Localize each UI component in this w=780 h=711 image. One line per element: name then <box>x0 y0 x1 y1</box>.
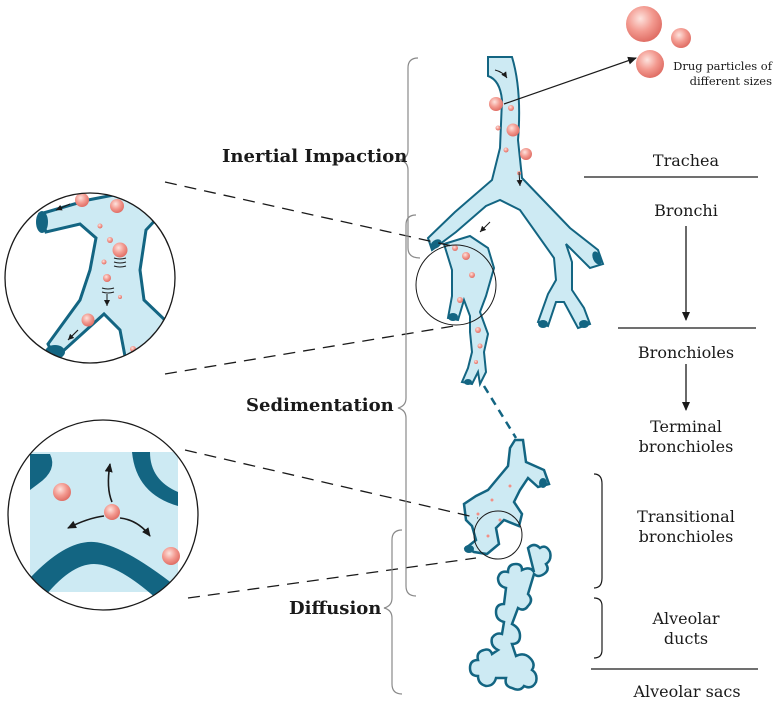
trachea-particles <box>452 97 532 538</box>
label-terminal-line1: Terminal <box>650 417 722 436</box>
flow-arrow <box>516 171 523 187</box>
wall-cap <box>539 478 547 488</box>
wall-cap <box>538 320 548 328</box>
label-sedimentation: Sedimentation <box>246 395 394 416</box>
label-alveolar-ducts-line2: ducts <box>663 629 709 648</box>
wall-cap <box>448 313 458 321</box>
zoom-leader-top-1 <box>164 181 453 247</box>
label-alveolar-ducts-line1: Alveolar <box>652 609 720 628</box>
magnifier-source-bottom <box>473 510 523 560</box>
transitional-bronchioles-shape <box>462 438 551 556</box>
flow-arrow <box>479 221 491 233</box>
label-drug-line1: Drug particles of <box>673 59 772 73</box>
label-terminal-line2: bronchioles <box>638 437 734 456</box>
label-bronchioles: Bronchioles <box>637 343 735 362</box>
bracket-alveolar-ducts <box>593 597 603 659</box>
airway-dash-connector <box>482 385 518 439</box>
label-bronchi: Bronchi <box>654 201 718 220</box>
wall-cap <box>464 379 472 385</box>
wall-cap <box>592 251 602 265</box>
bracket-inertial <box>399 57 421 259</box>
label-transitional-line1: Transitional <box>637 507 735 526</box>
zoom-leader-bot-1 <box>184 449 479 519</box>
bracket-diffusion <box>383 529 403 695</box>
wall-cap <box>579 320 589 328</box>
trachea-shape <box>426 56 605 330</box>
label-trachea: Trachea <box>652 151 720 170</box>
label-transitional-bronchioles: Transitional bronchioles <box>618 507 754 547</box>
bronchial-tree <box>426 56 605 691</box>
zoom-circle-diffusion <box>7 419 199 611</box>
label-transitional-line2: bronchioles <box>638 527 734 546</box>
label-terminal-bronchioles: Terminal bronchioles <box>618 417 754 457</box>
label-inertial-impaction: Inertial Impaction <box>222 146 408 167</box>
drug-pointer-arrow <box>503 56 637 105</box>
wall-cap <box>430 239 442 249</box>
label-alveolar-sacs: Alveolar sacs <box>633 682 741 701</box>
drug-particles <box>503 6 691 105</box>
label-alveolar-ducts: Alveolar ducts <box>618 609 754 649</box>
bracket-transitional <box>593 473 603 589</box>
zoom-leader-top-2 <box>164 324 461 375</box>
magnifier-source-top <box>415 244 497 326</box>
alveolar-ducts-shape <box>468 543 552 691</box>
label-drug-particles: Drug particles of different sizes <box>662 59 772 89</box>
wall-cap <box>464 545 474 553</box>
bracket-sedimentation <box>397 214 417 597</box>
zoom-leader-bot-2 <box>187 557 477 599</box>
label-drug-line2: different sizes <box>689 73 772 88</box>
zoom-circle-sedimentation <box>4 192 176 364</box>
flow-arrow <box>494 69 508 79</box>
label-diffusion: Diffusion <box>289 598 382 619</box>
